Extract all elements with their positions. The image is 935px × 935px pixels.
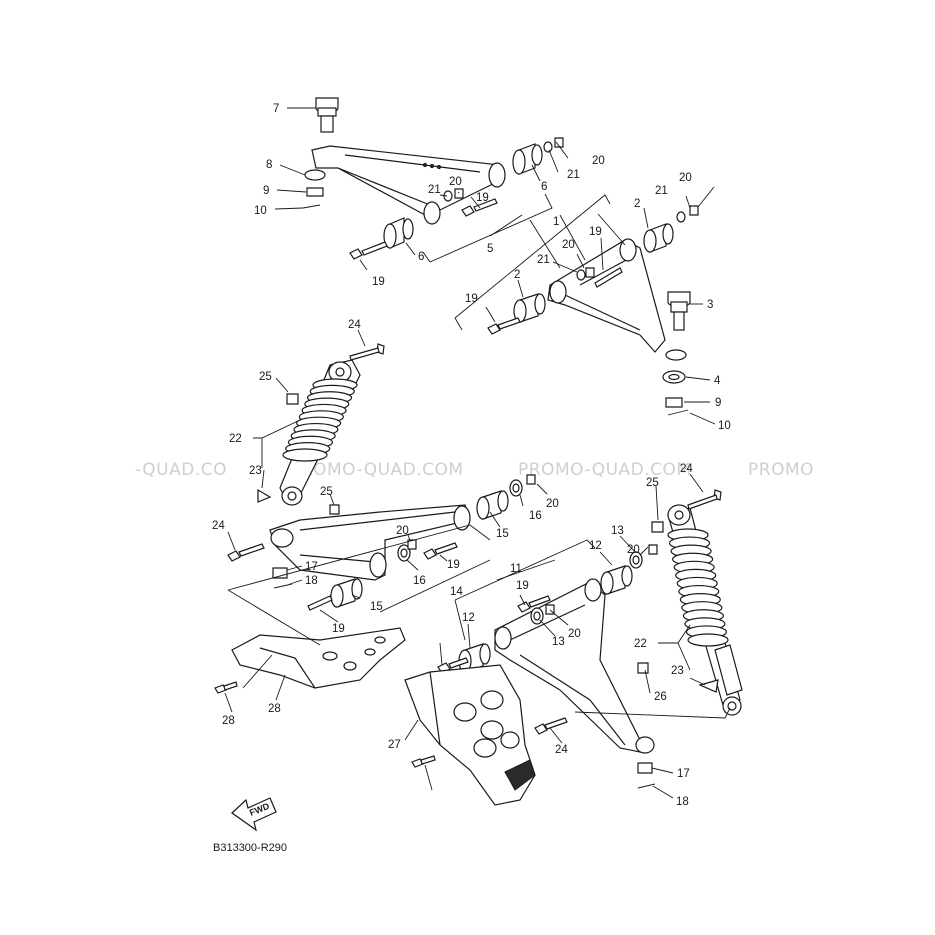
coil-spring-left	[282, 378, 358, 462]
callout-18a: 18	[305, 575, 318, 587]
guard-left	[214, 627, 406, 694]
callout-16a: 16	[529, 510, 542, 522]
callout-3: 3	[707, 299, 713, 311]
callout-20a: 20	[592, 155, 605, 167]
callout-19e: 19	[447, 559, 460, 571]
callout-9b: 9	[715, 397, 721, 409]
callout-12a: 12	[589, 540, 602, 552]
callout-4: 4	[714, 375, 721, 387]
callout-25b: 25	[320, 486, 333, 498]
rear-shock-absorber	[651, 489, 743, 716]
callout-23b: 23	[671, 665, 684, 677]
leader-lines	[224, 107, 731, 799]
callout-23a: 23	[249, 465, 262, 477]
callout-13a: 13	[611, 525, 624, 537]
callout-6a: 6	[541, 181, 547, 193]
callout-25c: 25	[646, 477, 659, 489]
callout-19a: 19	[476, 192, 489, 204]
coil-spring-right	[667, 528, 729, 647]
callout-22b: 22	[634, 638, 647, 650]
callout-24c: 24	[680, 463, 693, 475]
callout-20c: 20	[679, 172, 692, 184]
coil-spring-right-coil	[687, 633, 729, 647]
callout-21d: 21	[537, 254, 550, 266]
callout-2b: 2	[514, 269, 520, 281]
callout-11: 11	[510, 563, 522, 575]
coil-spring-left-coil	[282, 448, 328, 462]
callout-19f: 19	[332, 623, 345, 635]
callout-20b: 20	[449, 176, 462, 188]
callout-17b: 17	[677, 768, 690, 780]
callout-10b: 10	[718, 420, 731, 432]
callout-17a: 17	[305, 561, 318, 573]
callout-20e: 20	[546, 498, 559, 510]
callout-27: 28	[268, 703, 281, 715]
callout-7: 7	[273, 103, 279, 115]
callout-9a: 9	[263, 185, 269, 197]
callout-15b: 15	[370, 601, 383, 613]
callout-28a: 28	[222, 715, 235, 727]
callout-21b: 21	[428, 184, 441, 196]
watermark-text-1: -QUAD.CO	[135, 460, 227, 480]
callout-14: 14	[450, 586, 463, 598]
callout-16b: 16	[413, 575, 426, 587]
callout-6b: 6	[418, 251, 424, 263]
callout-numbers: 1 2 2 3 4 5 6 6 7 8 9 9 10 10 11 12 12 1…	[212, 103, 731, 808]
watermark-text-4: PROMO	[748, 460, 814, 480]
callout-25a: 25	[259, 371, 272, 383]
callout-12b: 12	[462, 612, 475, 624]
lower-front-arm-right	[437, 544, 658, 789]
watermark-text-3: PROMO-QUAD.COM	[518, 460, 692, 480]
guard-right	[404, 664, 536, 806]
callout-24a: 24	[348, 319, 361, 331]
callout-1: 1	[553, 216, 559, 228]
callout-18b: 18	[676, 796, 689, 808]
callout-20h: 20	[568, 628, 581, 640]
forward-arrow-icon: FWD	[231, 797, 277, 832]
callout-24b: 24	[212, 520, 225, 532]
callout-20f: 20	[396, 525, 409, 537]
callout-2a: 2	[634, 198, 640, 210]
diagram-code: B313300-R290	[213, 842, 287, 854]
callout-19b: 19	[372, 276, 385, 288]
upper-front-arm-left	[302, 97, 564, 260]
callout-20d: 20	[562, 239, 575, 251]
callout-26: 27	[388, 739, 401, 751]
callout-19d: 19	[465, 293, 478, 305]
callout-25d: 26	[654, 691, 667, 703]
callout-20g: 20	[627, 544, 640, 556]
callout-19g: 19	[516, 580, 529, 592]
watermark: -QUAD.CO PROMO-QUAD.COM PROMO-QUAD.COM P…	[135, 460, 814, 480]
lower-front-arm-left	[227, 474, 536, 611]
callout-5: 5	[487, 243, 493, 255]
callout-15a: 15	[496, 528, 509, 540]
front-shock-absorber	[257, 343, 385, 506]
callout-8: 8	[266, 159, 272, 171]
upper-front-arm-right	[487, 205, 699, 416]
callout-10a: 10	[254, 205, 267, 217]
callout-22a: 22	[229, 433, 242, 445]
callout-19c: 19	[589, 226, 602, 238]
watermark-text-2: PROMO-QUAD.COM	[290, 460, 464, 480]
callout-24d: 24	[555, 744, 568, 756]
callout-13b: 13	[552, 636, 565, 648]
callout-21c: 21	[655, 185, 668, 197]
callout-21a: 21	[567, 169, 580, 181]
